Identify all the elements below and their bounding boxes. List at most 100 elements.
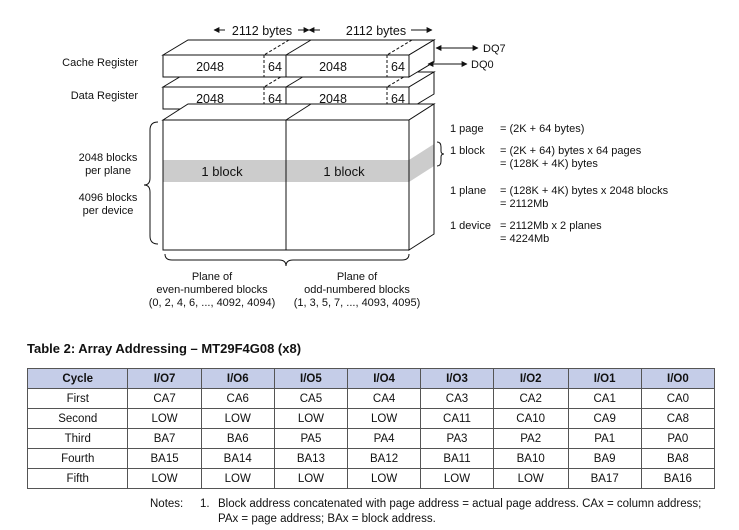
blocks-per-device-line1: 4096 blocks xyxy=(79,192,138,204)
table-row: Fifth LOW LOW LOW LOW LOW LOW BA17 BA16 xyxy=(26,468,716,489)
table-cell: BA15 xyxy=(127,448,202,469)
def-plane-line2: = 2112Mb xyxy=(500,198,548,210)
table-cell: LOW xyxy=(200,468,275,489)
table-cell: CA3 xyxy=(420,388,494,409)
header-io1: I/O1 xyxy=(567,368,642,389)
block-bracket xyxy=(436,141,445,167)
table-cell: LOW xyxy=(127,408,202,429)
plane-height-bracket xyxy=(143,121,159,245)
def-block-label: 1 block xyxy=(450,145,485,157)
table-row: Fourth BA15 BA14 BA13 BA12 BA11 BA10 BA9… xyxy=(26,448,716,469)
cache-register-label: Cache Register xyxy=(62,57,138,69)
table-cell: PA5 xyxy=(273,428,349,449)
table-cell: LOW xyxy=(273,408,349,429)
note-number: 1. xyxy=(200,498,210,510)
def-block-line2: = (128K + 4K) bytes xyxy=(500,158,598,170)
notes-label: Notes: xyxy=(150,498,184,510)
table-cell: Fifth xyxy=(26,468,129,489)
plane-even-line1: Plane of xyxy=(192,271,233,283)
cache-register-front xyxy=(162,39,435,78)
table-header-row: Cycle I/O7 I/O6 I/O5 I/O4 I/O3 I/O2 I/O1… xyxy=(26,368,716,389)
block-band xyxy=(162,104,435,250)
def-page-line1: = (2K + 64 bytes) xyxy=(500,123,584,135)
blocks-per-plane-line1: 2048 blocks xyxy=(79,152,138,164)
def-device-line2: = 4224Mb xyxy=(500,233,549,245)
cache-cell-64-a: 64 xyxy=(268,60,282,74)
nand-array-organization-diagram: 2112 bytes 2112 bytes 2048 64 2048 64 xyxy=(62,24,669,309)
table-cell: BA16 xyxy=(640,468,716,489)
dq7-label: DQ7 xyxy=(483,43,506,55)
header-cycle: Cycle xyxy=(26,368,129,389)
table-cell: BA14 xyxy=(200,448,275,469)
table-cell: PA1 xyxy=(567,428,642,449)
header-io0: I/O0 xyxy=(640,368,716,389)
bytes-label-left: 2112 bytes xyxy=(232,24,292,38)
def-plane-label: 1 plane xyxy=(450,185,486,197)
table-cell: BA7 xyxy=(127,428,202,449)
def-page-label: 1 page xyxy=(450,123,484,135)
header-io6: I/O6 xyxy=(200,368,275,389)
table-cell: CA8 xyxy=(640,408,716,429)
table-cell: Third xyxy=(26,428,129,449)
plane-odd-line3: (1, 3, 5, 7, ..., 4093, 4095) xyxy=(294,297,421,309)
table-cell: LOW xyxy=(420,468,494,489)
plane-odd-line2: odd-numbered blocks xyxy=(304,284,410,296)
header-io3: I/O3 xyxy=(420,368,494,389)
block-label-left: 1 block xyxy=(201,164,243,179)
table-cell: CA2 xyxy=(492,388,569,409)
def-block-line1: = (2K + 64) bytes x 64 pages xyxy=(500,145,642,157)
data-register-label: Data Register xyxy=(71,90,139,102)
cache-cell-64-b: 64 xyxy=(391,60,405,74)
table-cell: First xyxy=(26,388,129,409)
table-row: Second LOW LOW LOW LOW CA11 CA10 CA9 CA8 xyxy=(26,408,716,429)
table-cell: CA9 xyxy=(567,408,642,429)
table-cell: LOW xyxy=(200,408,275,429)
table-cell: CA4 xyxy=(346,388,422,409)
table-row: Third BA7 BA6 PA5 PA4 PA3 PA2 PA1 PA0 xyxy=(26,428,716,449)
table-cell: PA2 xyxy=(492,428,569,449)
note-text: Block address concatenated with page add… xyxy=(218,498,702,525)
table-cell: PA0 xyxy=(640,428,716,449)
table-cell: LOW xyxy=(346,468,422,489)
header-io4: I/O4 xyxy=(346,368,422,389)
table-cell: PA4 xyxy=(346,428,422,449)
data-cell-2048-a: 2048 xyxy=(196,92,224,106)
header-io7: I/O7 xyxy=(127,368,202,389)
table-cell: BA9 xyxy=(567,448,642,469)
table-title: Table 2: Array Addressing – MT29F4G08 (x… xyxy=(27,341,302,356)
blocks-per-plane-line2: per plane xyxy=(85,165,131,177)
data-cell-64-b: 64 xyxy=(391,92,405,106)
table-cell: LOW xyxy=(127,468,202,489)
definitions: 1 page = (2K + 64 bytes) 1 block = (2K +… xyxy=(450,123,669,245)
plane-width-bracket xyxy=(164,253,410,267)
array-addressing-table: Cycle I/O7 I/O6 I/O5 I/O4 I/O3 I/O2 I/O1… xyxy=(26,368,716,489)
def-plane-line1: = (128K + 4K) bytes x 2048 blocks xyxy=(500,185,669,197)
table-cell: CA5 xyxy=(273,388,349,409)
table-cell: CA7 xyxy=(127,388,202,409)
block-label-right: 1 block xyxy=(323,164,365,179)
table-cell: BA13 xyxy=(273,448,349,469)
table-cell: CA0 xyxy=(640,388,716,409)
plane-odd-line1: Plane of xyxy=(337,271,378,283)
table-cell: CA10 xyxy=(492,408,569,429)
table-cell: Fourth xyxy=(26,448,129,469)
table-cell: BA6 xyxy=(200,428,275,449)
cache-cell-2048-a: 2048 xyxy=(196,60,224,74)
header-io5: I/O5 xyxy=(273,368,349,389)
data-cell-64-a: 64 xyxy=(268,92,282,106)
table-cell: CA6 xyxy=(200,388,275,409)
table-cell: BA11 xyxy=(420,448,494,469)
table-cell: BA10 xyxy=(492,448,569,469)
table-cell: Second xyxy=(26,408,129,429)
header-io2: I/O2 xyxy=(492,368,569,389)
def-device-line1: = 2112Mb x 2 planes xyxy=(500,220,602,232)
table-cell: LOW xyxy=(492,468,569,489)
table-cell: BA12 xyxy=(346,448,422,469)
data-cell-2048-b: 2048 xyxy=(319,92,347,106)
table-cell: LOW xyxy=(346,408,422,429)
dq-arrows xyxy=(427,45,479,67)
table-row: First CA7 CA6 CA5 CA4 CA3 CA2 CA1 CA0 xyxy=(26,388,716,409)
dq0-label: DQ0 xyxy=(471,59,494,71)
table-cell: BA8 xyxy=(640,448,716,469)
table-cell: PA3 xyxy=(420,428,494,449)
